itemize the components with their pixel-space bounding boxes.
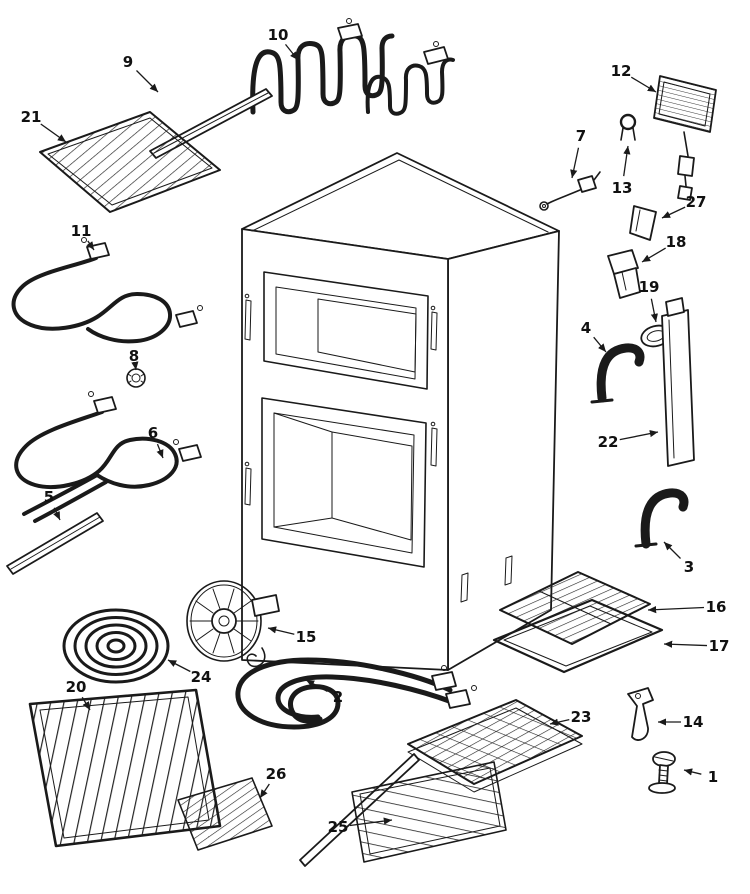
part-label-13: 13 <box>612 179 633 197</box>
part-label-20: 20 <box>66 678 87 696</box>
leader-line-5 <box>53 507 61 521</box>
part-label-4: 4 <box>581 319 591 337</box>
callout-layer: 1234567891011121314151617181920212223242… <box>21 26 730 836</box>
part-label-16: 16 <box>706 598 727 616</box>
part-22-side-panel <box>661 297 695 467</box>
leader-line-1 <box>683 768 702 776</box>
part-label-10: 10 <box>268 26 289 44</box>
part-label-11: 11 <box>71 222 92 240</box>
leader-line-11 <box>86 240 95 251</box>
part-4-tube <box>590 343 645 404</box>
part-label-8: 8 <box>129 347 139 365</box>
leader-line-23 <box>549 718 570 726</box>
part-2-bake-element <box>235 657 477 730</box>
part-10-broil-element <box>250 18 395 115</box>
part-8-cap <box>126 368 146 388</box>
part-10-element-second <box>365 41 455 116</box>
part-label-5: 5 <box>44 488 54 506</box>
part-14-bracket <box>627 687 654 741</box>
part-7-sensor-probe <box>539 171 601 211</box>
part-label-14: 14 <box>683 713 704 731</box>
part-15-convection-fan <box>186 580 280 668</box>
leader-line-4 <box>593 336 607 353</box>
part-label-2: 2 <box>333 688 343 706</box>
part-13-ring <box>619 113 637 141</box>
part-12-plate-harness <box>653 75 717 201</box>
part-21-oven-rack <box>39 111 221 213</box>
leader-line-21 <box>40 123 67 143</box>
leader-line-9 <box>136 70 159 93</box>
part-label-27: 27 <box>686 193 707 211</box>
part-1-leveling-leg <box>648 751 676 794</box>
leader-line-27 <box>661 206 686 219</box>
leader-line-7 <box>570 147 580 179</box>
leader-line-15 <box>267 626 295 635</box>
leader-line-16 <box>647 606 705 614</box>
leader-line-19 <box>650 298 658 323</box>
part-23-drawer-rack <box>407 699 583 793</box>
oven-cabinet <box>241 152 560 671</box>
leader-line-20 <box>81 696 91 711</box>
part-label-25: 25 <box>328 818 349 836</box>
leader-line-2 <box>305 679 328 692</box>
part-18-bracket <box>607 249 641 299</box>
leader-line-18 <box>641 247 666 263</box>
part-label-3: 3 <box>684 558 694 576</box>
part-label-6: 6 <box>148 424 158 442</box>
part-label-7: 7 <box>576 127 586 145</box>
leader-line-10 <box>284 43 299 61</box>
leader-line-12 <box>630 76 657 93</box>
part-label-24: 24 <box>191 668 212 686</box>
part-label-26: 26 <box>266 765 287 783</box>
part-3-tube <box>634 488 689 549</box>
part-label-21: 21 <box>21 108 42 126</box>
leader-line-24 <box>167 659 191 673</box>
part-label-18: 18 <box>666 233 687 251</box>
leader-line-6 <box>156 443 164 459</box>
part-label-12: 12 <box>611 62 632 80</box>
part-label-9: 9 <box>123 53 133 71</box>
part-17-broiler-pan <box>492 598 664 674</box>
part-label-23: 23 <box>571 708 592 726</box>
leader-line-25 <box>349 817 393 827</box>
part-label-17: 17 <box>709 637 730 655</box>
part-24-surface-burner <box>62 608 170 684</box>
part-25-bottom-rack <box>299 753 507 867</box>
leader-line-3 <box>663 541 681 559</box>
part-5-trim-strip <box>6 512 104 575</box>
leader-line-22 <box>619 430 659 441</box>
leader-line-26 <box>259 783 270 799</box>
part-26-small-grid <box>177 777 273 851</box>
part-label-15: 15 <box>296 628 317 646</box>
part-label-22: 22 <box>598 433 619 451</box>
part-label-19: 19 <box>639 278 660 296</box>
leader-line-17 <box>663 640 708 648</box>
leader-line-13 <box>623 145 631 177</box>
part-label-1: 1 <box>708 768 718 786</box>
part-27-bracket <box>629 205 657 241</box>
part-6-element <box>14 391 202 523</box>
part-11-broil-element <box>11 237 203 344</box>
